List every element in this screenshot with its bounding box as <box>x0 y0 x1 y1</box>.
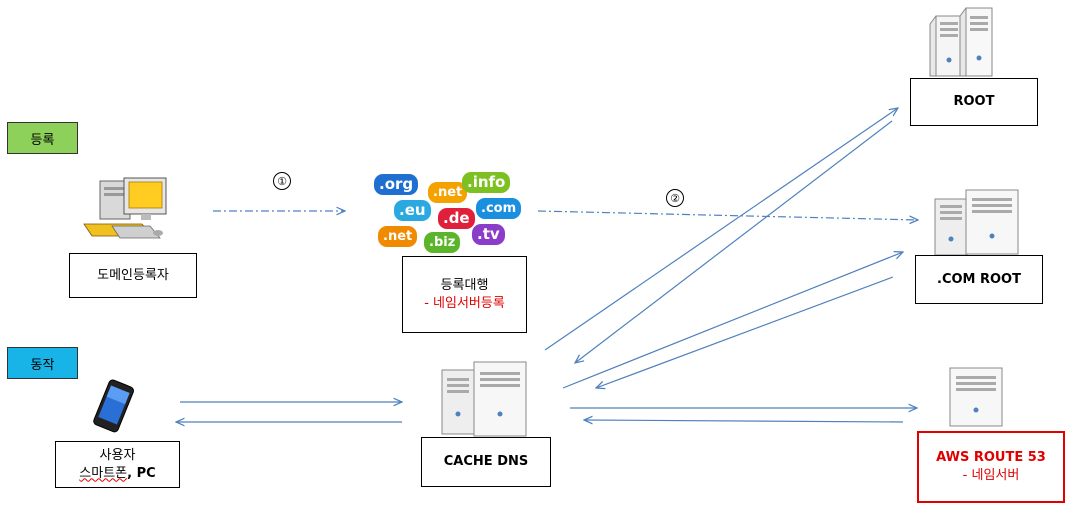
tld-label: .eu <box>394 200 431 221</box>
root-box: ROOT <box>910 78 1038 126</box>
server-icon-com-root <box>934 189 1019 256</box>
aws-route53-box: AWS ROUTE 53 - 네임서버 <box>917 431 1065 503</box>
aws-label-line1: AWS ROUTE 53 <box>936 450 1046 465</box>
server-icon-root <box>929 7 993 77</box>
com-root-label: .COM ROOT <box>937 271 1021 287</box>
tld-label: .biz <box>424 232 461 253</box>
tld-label: .info <box>462 172 511 193</box>
cache-dns-box: CACHE DNS <box>421 437 551 487</box>
tld-label: .com <box>476 198 522 219</box>
tld-label: .tv <box>472 224 505 245</box>
arrow-cache-to-com-root <box>562 252 903 389</box>
arrow-com-root-to-cache <box>596 276 894 388</box>
tld-label: .de <box>438 208 475 229</box>
com-root-box: .COM ROOT <box>915 255 1043 304</box>
registrar-title: 등록대행 <box>440 277 489 293</box>
user-device-label: 스마트폰 <box>79 465 128 481</box>
user-box: 사용자 스마트폰, PC <box>55 441 180 488</box>
server-icon-cache-dns <box>441 361 527 437</box>
tld-logo-cloud: .org .net .info .eu .de .com .net .biz .… <box>372 168 522 258</box>
tld-label: .net <box>428 182 468 203</box>
smartphone-icon <box>93 379 134 433</box>
user-label-line1: 사용자 <box>99 447 136 463</box>
user-label-line2: 스마트폰, PC <box>79 465 155 483</box>
register-tag: 등록 <box>7 122 78 154</box>
registrant-box: 도메인등록자 <box>69 253 197 298</box>
arrow-cache-to-root <box>544 108 898 351</box>
server-icon-aws <box>949 367 1003 427</box>
root-label: ROOT <box>953 94 995 109</box>
step-1-marker: ① <box>273 172 291 190</box>
computer-icon <box>83 177 167 239</box>
registrar-box: 등록대행 - 네임서버등록 <box>402 256 527 333</box>
arrow-aws-to-cache <box>584 420 904 422</box>
step-2-marker: ② <box>666 189 684 207</box>
user-device-label-suffix: , PC <box>127 465 156 481</box>
registrant-label: 도메인등록자 <box>97 267 169 283</box>
cache-dns-label: CACHE DNS <box>443 454 529 469</box>
tld-label: .net <box>378 226 418 247</box>
arrow-root-to-cache <box>575 120 893 363</box>
aws-label-line2: - 네임서버 <box>962 468 1020 483</box>
registrar-subtitle: - 네임서버등록 <box>424 295 505 311</box>
tld-label: .org <box>374 174 419 195</box>
operate-tag: 동작 <box>7 347 78 379</box>
arrow-registrar-to-com-root <box>537 210 918 220</box>
